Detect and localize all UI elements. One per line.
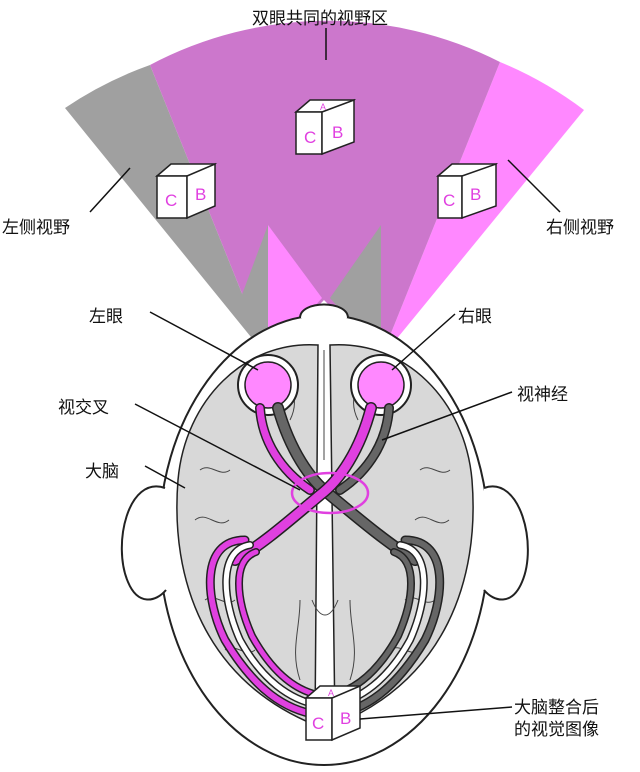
label-cerebrum: 大脑 (85, 462, 119, 482)
right-ear (483, 485, 529, 601)
label-left-field: 左侧视野 (2, 218, 70, 238)
leader-nerve (381, 391, 513, 441)
cube-left-side-letter: B (195, 185, 206, 204)
label-integrated-image-line1: 大脑整合后 (514, 698, 599, 718)
cube-center: C B A (293, 98, 357, 156)
right-eye-inner (357, 361, 405, 409)
leader-left-eye (149, 311, 259, 371)
leader-result (359, 706, 513, 720)
cube-center-top-letter: A (320, 102, 326, 112)
cube-center-side-letter: B (332, 123, 343, 142)
label-integrated-image-line2: 的视觉图像 (514, 720, 599, 740)
label-optic-chiasm: 视交叉 (58, 398, 109, 418)
cube-left: C B (154, 162, 218, 220)
cube-right: C B (435, 162, 499, 220)
leader-chiasm (134, 403, 301, 491)
label-binocular-field: 双眼共同的视野区 (252, 9, 388, 29)
left-eye-cone-gray (240, 225, 268, 358)
leader-left-field (89, 167, 131, 213)
cube-brain-top-letter: A (328, 688, 334, 698)
midline (311, 350, 339, 616)
leader-right-field (507, 159, 561, 213)
label-right-eye: 右眼 (458, 307, 492, 327)
label-integrated-image: 大脑整合后 的视觉图像 (514, 697, 599, 741)
leader-right-eye (391, 313, 456, 371)
cube-right-side-letter: B (470, 185, 481, 204)
cube-center-front-letter: C (304, 128, 316, 147)
left-gyri (194, 369, 301, 681)
leader-lines (89, 28, 561, 720)
cube-brain-side-letter: B (340, 709, 351, 728)
label-optic-nerve: 视神经 (517, 385, 568, 405)
optic-chiasm-highlight (290, 471, 370, 515)
label-right-field: 右侧视野 (546, 218, 614, 238)
eyes (237, 354, 412, 416)
label-left-eye: 左眼 (89, 307, 123, 327)
binocular-field (150, 20, 500, 358)
left-ear (120, 485, 167, 601)
nose (299, 303, 349, 319)
cube-brain: C B A (303, 684, 363, 742)
cube-left-front-letter: C (165, 191, 177, 210)
left-eye-inner (244, 361, 292, 409)
leader-brain (144, 465, 186, 489)
cube-brain-front-letter: C (312, 714, 324, 733)
cube-right-front-letter: C (443, 191, 455, 210)
